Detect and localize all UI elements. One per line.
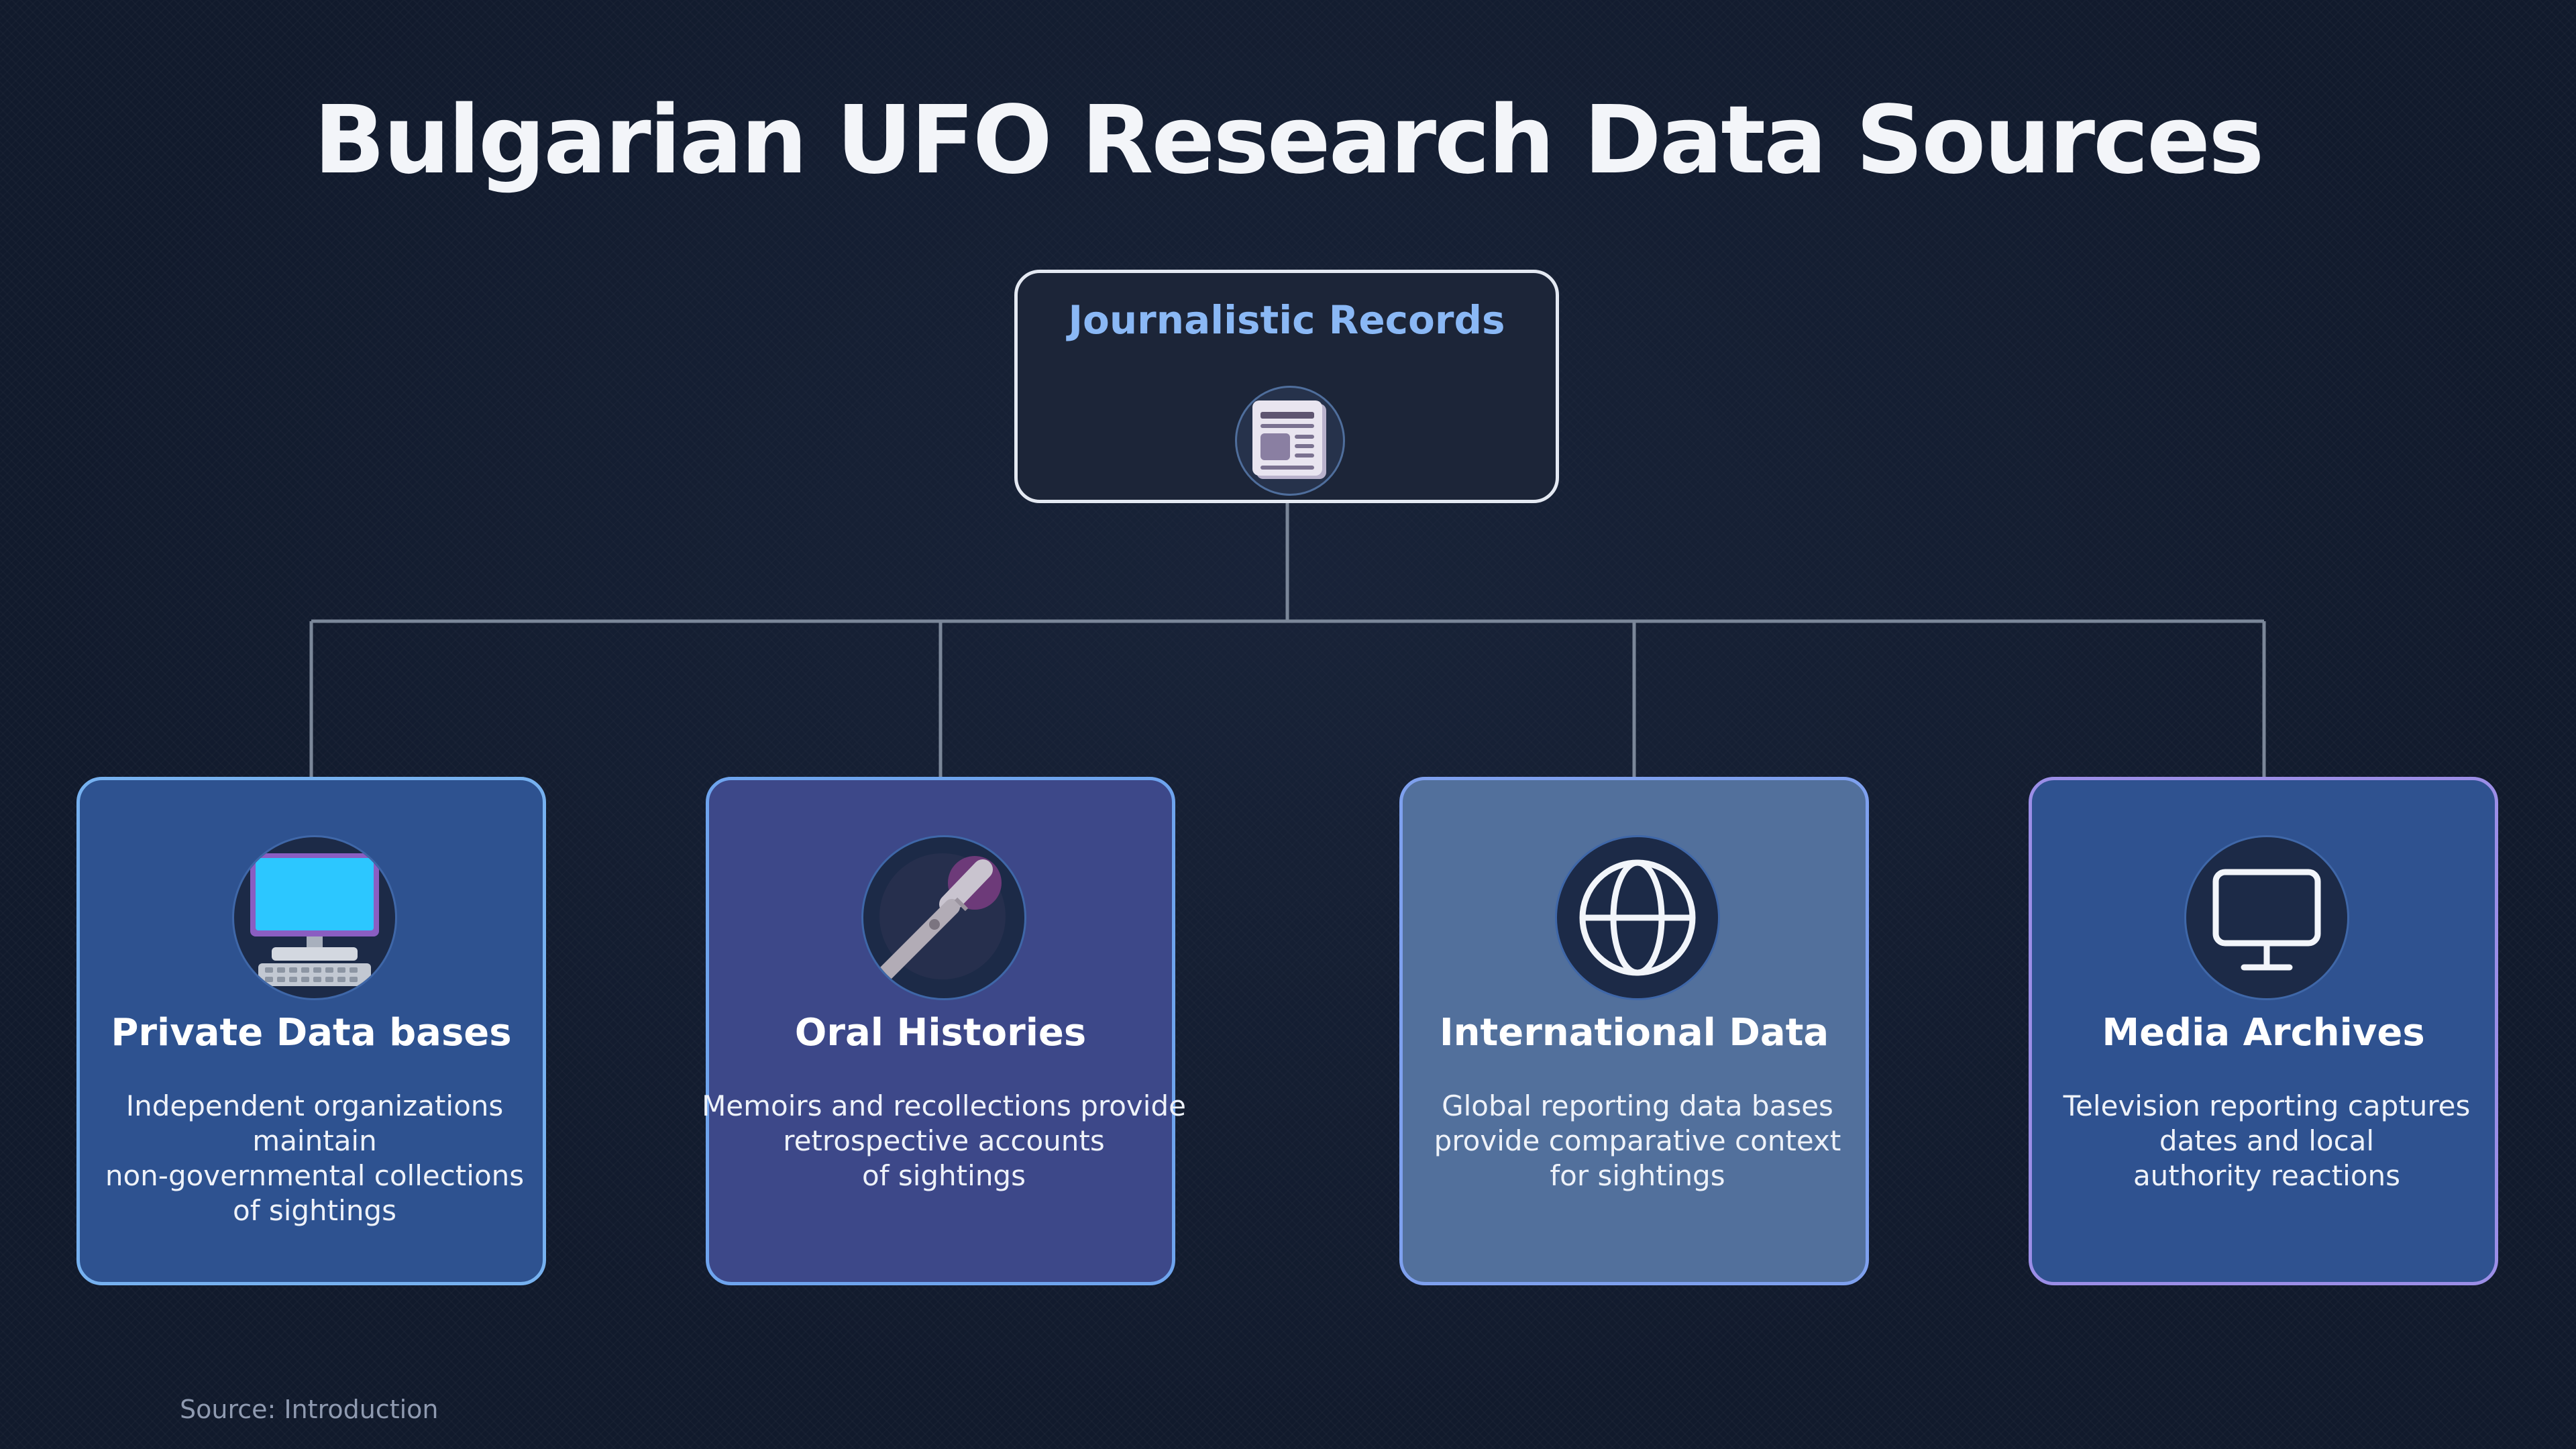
card-description-line: retrospective accounts	[783, 1124, 1105, 1157]
newspaper-icon	[1235, 386, 1345, 496]
card-description-line: authority reactions	[2133, 1159, 2401, 1192]
card-description-line: Global reporting data bases	[1442, 1089, 1833, 1122]
card-description-line: provide comparative context	[1434, 1124, 1841, 1157]
card-description-line: dates and local	[2159, 1124, 2375, 1157]
card-media-archives: Media Archives Television reporting capt…	[2029, 777, 2498, 1285]
card-oral-histories: Oral Histories Memoirs and recollections…	[702, 777, 1186, 1285]
globe-icon	[1555, 835, 1720, 1000]
card-description: Global reporting data bases provide comp…	[1389, 1089, 1886, 1193]
card-description-line: for sightings	[1550, 1159, 1725, 1192]
card-description: Television reporting captures dates and …	[2019, 1089, 2515, 1193]
page-title: Bulgarian UFO Research Data Sources	[313, 86, 2265, 195]
card-title: Oral Histories	[794, 1011, 1087, 1055]
card-title: International Data	[1439, 1011, 1829, 1055]
card-description: Memoirs and recollections provide retros…	[696, 1089, 1192, 1193]
card-description: Independent organizations maintain non-g…	[66, 1089, 563, 1228]
card-description-line: of sightings	[233, 1194, 396, 1227]
root-node-journalistic-records: Journalistic Records	[1014, 270, 1559, 503]
microphone-icon	[861, 835, 1026, 1000]
card-title: Private Data bases	[111, 1011, 512, 1055]
source-note: Source: Introduction	[180, 1395, 439, 1424]
monitor-icon	[2184, 835, 2349, 1000]
card-international-data: International Data Global reporting data…	[1399, 777, 1869, 1285]
card-description-line: Independent organizations maintain	[125, 1089, 504, 1157]
root-node-title: Journalistic Records	[1068, 297, 1505, 343]
card-description-line: Memoirs and recollections provide	[702, 1089, 1186, 1122]
card-title: Media Archives	[2102, 1011, 2425, 1055]
card-private-databases: Private Data bases Independent organizat…	[76, 777, 546, 1285]
desktop-computer-icon	[232, 835, 397, 1000]
card-description-line: non-governmental collections	[105, 1159, 525, 1192]
card-description-line: of sightings	[862, 1159, 1026, 1192]
card-description-line: Television reporting captures	[2063, 1089, 2471, 1122]
